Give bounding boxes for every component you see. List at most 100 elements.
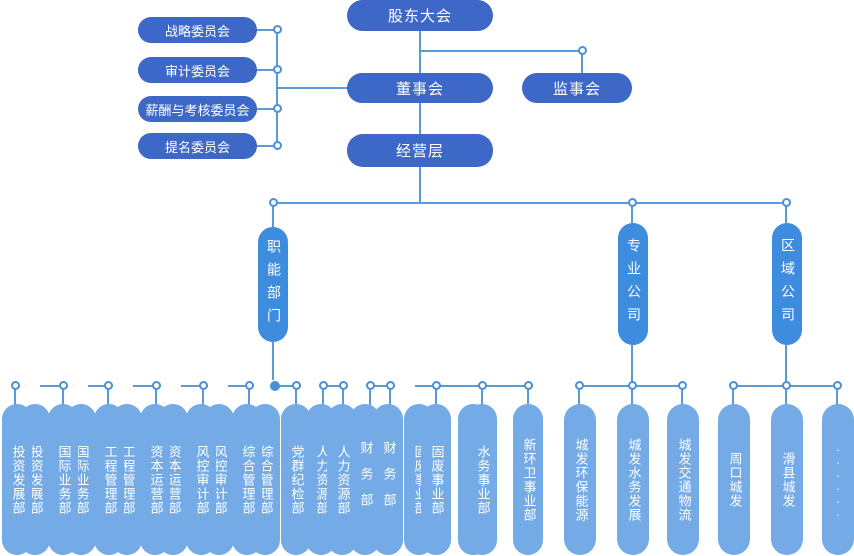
dept-pill: 综合管理部: [232, 404, 262, 555]
node-shareholders-meeting: 股东大会: [347, 0, 493, 31]
connector-node: [273, 104, 282, 113]
connector-line: [389, 386, 391, 406]
connector-node: [386, 381, 395, 390]
node-functional-departments: 职能部门: [258, 227, 288, 342]
dept-pill: 城发水务发展: [617, 404, 649, 555]
connector-line: [256, 69, 277, 71]
connector-line: [256, 145, 277, 147]
connector-line: [342, 386, 344, 406]
connector-node: [628, 198, 637, 207]
line-gap-artifact: [208, 380, 228, 392]
connector-line: [419, 50, 583, 52]
line-gap-artifact: [161, 380, 181, 392]
connector-node: [269, 198, 278, 207]
dept-pill: 城发环保能源: [564, 404, 596, 555]
node-supervisory-board: 监事会: [522, 73, 632, 103]
node-remuneration-assessment-committee: 薪酬与考核委员会: [138, 96, 257, 122]
line-gap-artifact: [68, 380, 88, 392]
connector-node: [245, 381, 254, 390]
connector-line: [419, 167, 421, 203]
line-gap-artifact: [20, 380, 40, 392]
junction-dot: [270, 381, 280, 391]
connector-line: [527, 386, 529, 406]
connector-node: [319, 381, 328, 390]
connector-line: [369, 386, 371, 406]
connector-node: [292, 381, 301, 390]
line-gap-artifact: [395, 380, 415, 392]
connector-node: [833, 381, 842, 390]
connector-line: [836, 386, 838, 406]
connector-node: [782, 198, 791, 207]
node-nomination-committee: 提名委员会: [138, 133, 257, 159]
connector-line: [62, 386, 64, 406]
connector-node: [782, 381, 791, 390]
connector-line: [481, 386, 483, 406]
connector-line: [295, 386, 297, 406]
connector-line: [435, 386, 437, 406]
node-management-layer: 经营层: [347, 134, 493, 167]
connector-node: [59, 381, 68, 390]
dept-pill: ......: [822, 404, 854, 555]
connector-node: [104, 381, 113, 390]
connector-node: [366, 381, 375, 390]
connector-line: [14, 386, 16, 406]
connector-line: [256, 108, 277, 110]
connector-node: [478, 381, 487, 390]
dept-pill: 财务部: [373, 404, 403, 555]
connector-node: [575, 381, 584, 390]
connector-line: [107, 386, 109, 406]
connector-line: [419, 31, 421, 73]
connector-line: [272, 203, 274, 227]
dept-pill: 滑县城发: [771, 404, 803, 555]
dept-pill: 投资发展部: [2, 404, 32, 555]
connector-node: [578, 46, 587, 55]
line-gap-artifact: [113, 380, 133, 392]
connector-line: [581, 51, 583, 73]
connector-line: [272, 342, 274, 386]
connector-line: [785, 386, 787, 406]
connector-node: [199, 381, 208, 390]
connector-line: [631, 386, 633, 406]
connector-line: [277, 87, 347, 89]
line-gap-artifact: [254, 380, 274, 392]
connector-node: [524, 381, 533, 390]
dept-pill: 人力资源部: [327, 404, 357, 555]
connector-node: [273, 25, 282, 34]
dept-pill: 工程管理部: [94, 404, 124, 555]
connector-line: [273, 202, 788, 204]
dept-pill: 周口城发: [718, 404, 750, 555]
connector-line: [631, 203, 633, 223]
dept-pill: 党群纪检部: [281, 404, 311, 555]
connector-line: [202, 386, 204, 406]
dept-pill: 水务事业部: [467, 404, 497, 555]
connector-line: [155, 386, 157, 406]
connector-node: [339, 381, 348, 390]
node-strategy-committee: 战略委员会: [138, 17, 257, 43]
line-gap-artifact: [301, 380, 321, 392]
node-board-of-directors: 董事会: [347, 73, 493, 103]
dept-pill: 城发交通物流: [667, 404, 699, 555]
connector-node: [273, 141, 282, 150]
connector-line: [681, 386, 683, 406]
dept-pill: 固废事业部: [421, 404, 451, 555]
connector-line: [248, 386, 250, 406]
dept-pill: 国际业务部: [48, 404, 78, 555]
connector-node: [432, 381, 441, 390]
connector-node: [678, 381, 687, 390]
connector-node: [273, 65, 282, 74]
connector-line: [732, 386, 734, 406]
connector-line: [578, 386, 580, 406]
connector-node: [152, 381, 161, 390]
connector-node: [628, 381, 637, 390]
connector-line: [256, 29, 277, 31]
connector-line: [785, 203, 787, 223]
connector-line: [785, 345, 787, 386]
connector-line: [631, 345, 633, 386]
connector-node: [11, 381, 20, 390]
connector-line: [419, 103, 421, 134]
dept-pill: 资本运营部: [140, 404, 170, 555]
dept-pill: 风控审计部: [186, 404, 216, 555]
dept-pill: 新环卫事业部: [513, 404, 543, 555]
line-gap-artifact: [348, 380, 368, 392]
